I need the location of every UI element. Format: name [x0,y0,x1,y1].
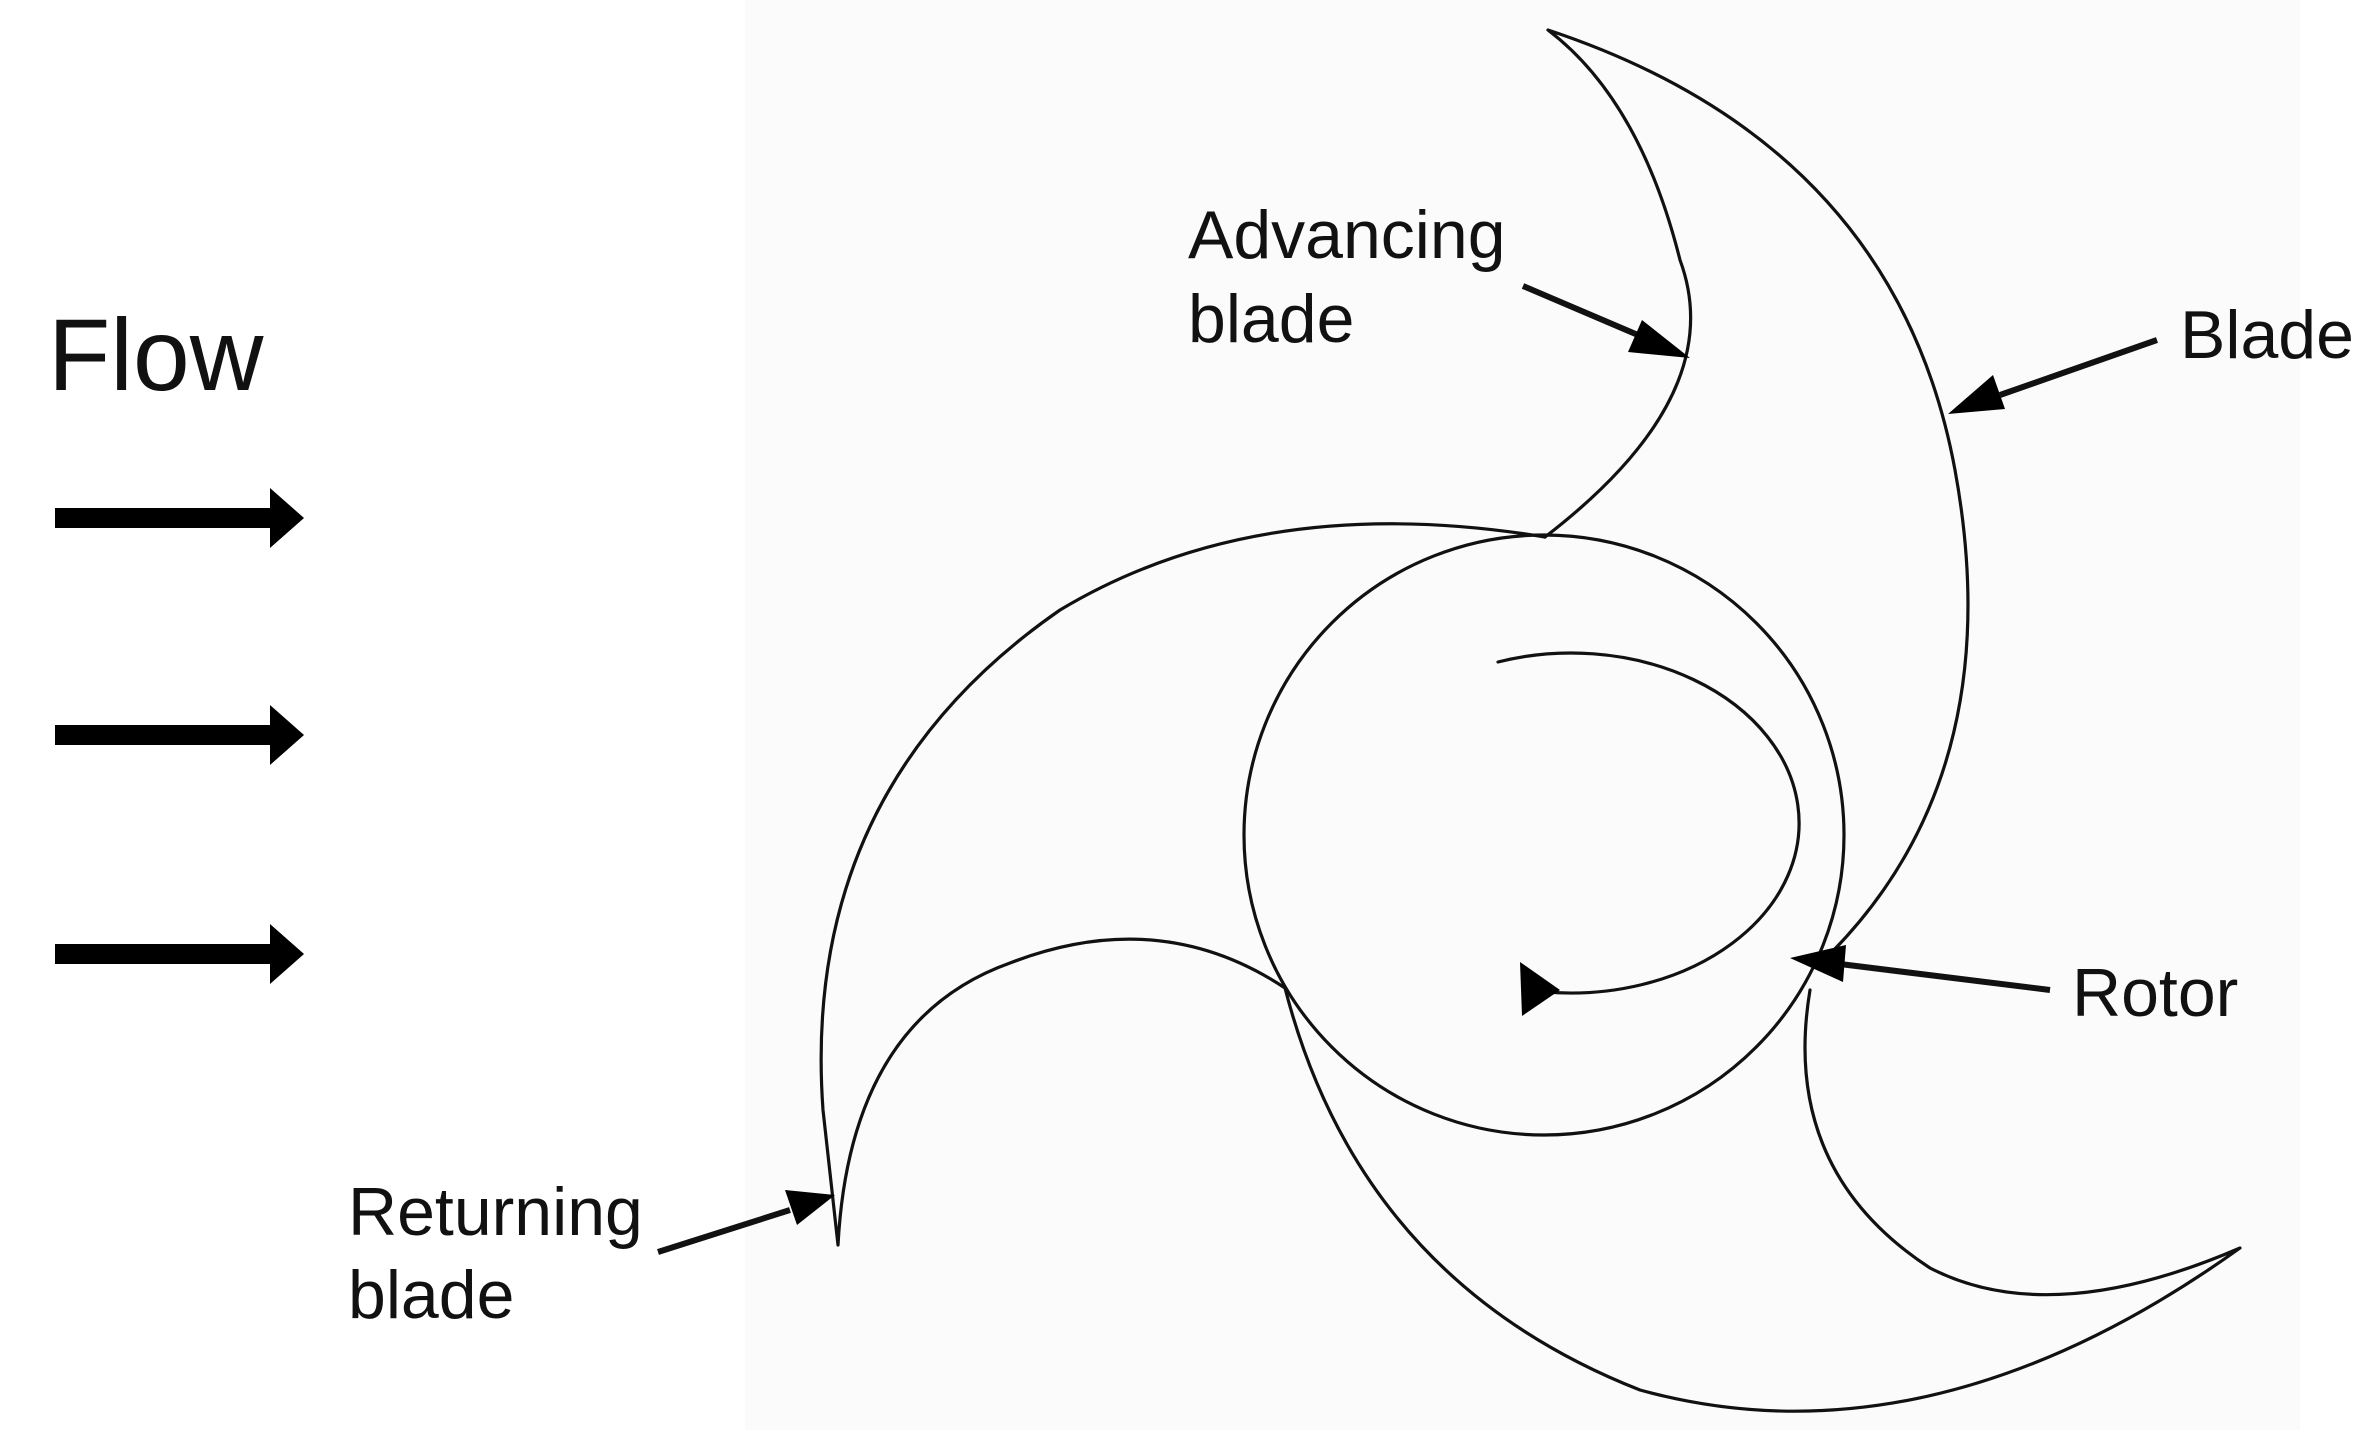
lower-right-blade [1283,986,2242,1413]
returning-blade-label-line1: Returning [348,1174,643,1250]
flow-arrows [55,488,304,984]
blade-pointer [1948,337,2158,414]
flow-arrow-icon [55,705,304,765]
rotation-arrow-icon [1496,651,1801,1016]
flow-arrow-icon [55,488,304,548]
returning-blade-pointer [657,1190,835,1255]
flow-arrow-icon [55,924,304,984]
rotor-label: Rotor [2072,955,2238,1031]
diagram-backdrop [745,0,2300,1430]
advancing-blade-pointer [1521,283,1690,358]
advancing-blade-label-line1: Advancing [1188,197,1506,273]
returning-blade-label-line2: blade [348,1257,514,1333]
blade-label: Blade [2180,297,2354,373]
left-blade [819,522,1547,1247]
upper-blade [1543,28,1970,954]
rotor-circle [1242,533,1846,1137]
flow-label: Flow [48,298,264,412]
rotor-pointer [1790,945,2051,993]
advancing-blade-label-line2: blade [1188,281,1354,357]
